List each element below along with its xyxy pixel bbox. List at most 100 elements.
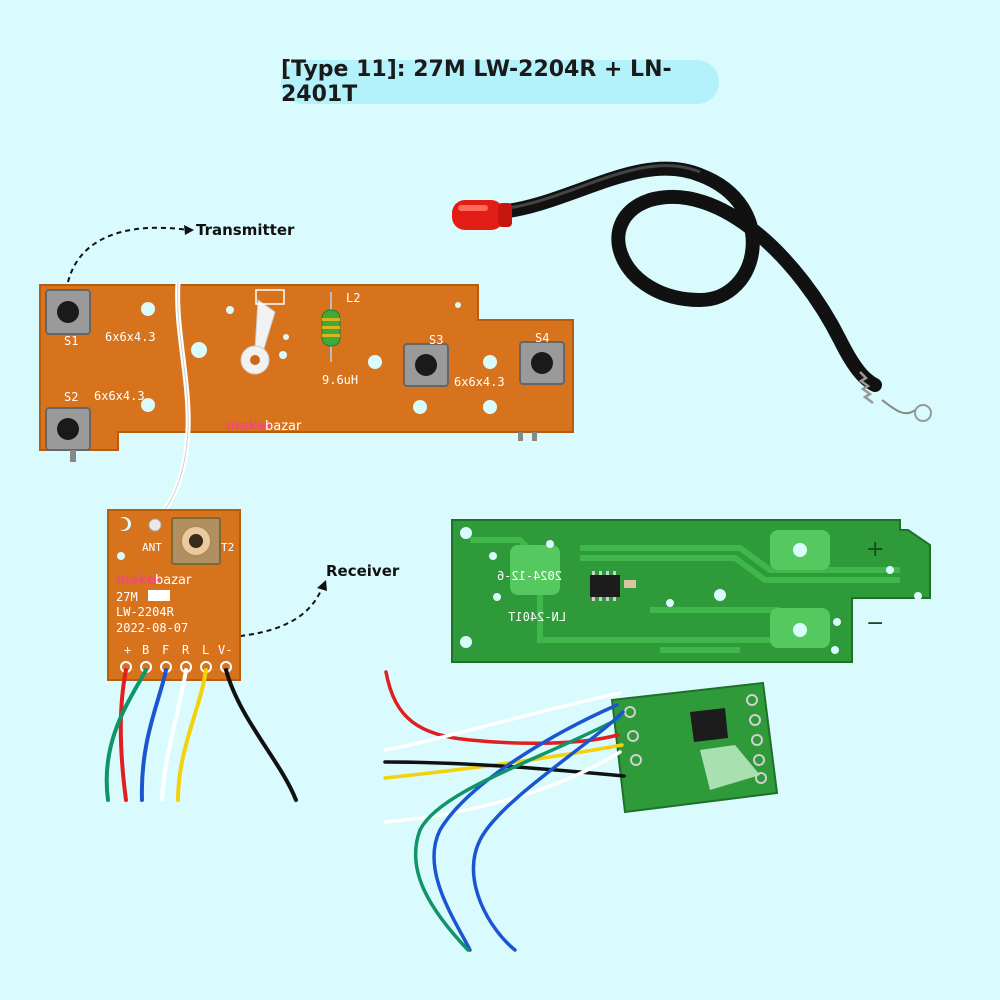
antenna-tip-wire bbox=[881, 399, 916, 415]
label-s4: S4 bbox=[535, 331, 549, 345]
green-transmitter-board: + − 2024-12-6 LN-2401T bbox=[451, 519, 931, 663]
inductor-band bbox=[322, 318, 340, 321]
wire-shade bbox=[157, 281, 189, 519]
mount-hole bbox=[413, 400, 427, 414]
ant-pad bbox=[148, 518, 162, 532]
wire-blue bbox=[432, 703, 619, 952]
mount-hole bbox=[141, 398, 155, 412]
module-light-area bbox=[700, 745, 760, 790]
receiver-arrowhead bbox=[317, 580, 327, 591]
transmitter-arrow bbox=[67, 226, 189, 283]
svg-text:maker: maker bbox=[116, 573, 162, 588]
cable-highlight bbox=[499, 164, 701, 211]
smd-component bbox=[624, 580, 636, 588]
mount-hole-mask bbox=[116, 518, 128, 530]
svg-text:maker: maker bbox=[226, 419, 272, 434]
maker-bazar-logo: maker bazar bbox=[226, 419, 302, 434]
wire-yellow bbox=[383, 743, 624, 780]
wire-red bbox=[384, 670, 620, 746]
label-receiver-model: LW-2204R bbox=[116, 605, 175, 619]
receiver-board: ANT T2 maker bazar 27M LW-2204R 2022-08-… bbox=[107, 509, 241, 681]
tactile-switch-s4 bbox=[519, 341, 565, 385]
tactile-switch-s3 bbox=[403, 343, 449, 387]
page-title: [Type 11]: 27M LW-2204R + LN-2401T bbox=[281, 57, 672, 107]
label-t2: T2 bbox=[221, 541, 234, 554]
transmitter-board: S1 6x6x4.3 S2 6x6x4.3 S3 S4 6x6x4.3 L2 9… bbox=[39, 284, 574, 462]
antenna-loop bbox=[914, 404, 932, 422]
coil-slot bbox=[189, 534, 203, 548]
label-l2: L2 bbox=[346, 291, 360, 305]
mount-hole bbox=[455, 302, 461, 308]
pin-label-f: F bbox=[162, 643, 169, 657]
mount-hole bbox=[368, 355, 382, 369]
wire-white bbox=[160, 668, 188, 802]
receiver-wires bbox=[104, 668, 298, 802]
ic-pins bbox=[592, 571, 616, 601]
wire-white bbox=[383, 691, 622, 752]
plus-symbol: + bbox=[866, 537, 884, 562]
wire-red bbox=[118, 668, 128, 802]
red-led bbox=[452, 200, 504, 230]
pin-leg bbox=[518, 432, 523, 441]
mount-hole bbox=[483, 355, 497, 369]
inductor-band bbox=[322, 326, 340, 329]
label-size-s1: 6x6x4.3 bbox=[105, 330, 156, 344]
pin-label-b: B bbox=[142, 643, 149, 657]
transmitter-callout: Transmitter bbox=[196, 221, 295, 239]
tactile-switch-s2 bbox=[45, 407, 91, 451]
module-ic bbox=[690, 708, 728, 742]
inductor-band bbox=[322, 334, 340, 337]
svg-text:bazar: bazar bbox=[265, 419, 302, 434]
green-module-pcb bbox=[610, 681, 779, 814]
tactile-switch-s1 bbox=[45, 289, 91, 335]
receiver-callout: Receiver bbox=[326, 562, 400, 580]
label-inductor: 9.6uH bbox=[322, 373, 358, 387]
label-green-model: LN-2401T bbox=[508, 610, 566, 624]
silk-box bbox=[255, 289, 285, 305]
transmitter-arrowhead bbox=[184, 225, 194, 235]
mount-hole bbox=[226, 306, 234, 314]
label-size-s3: 6x6x4.3 bbox=[454, 375, 505, 389]
pin-label-plus: + bbox=[124, 643, 131, 657]
svg-text:bazar: bazar bbox=[155, 573, 192, 588]
wire-yellow bbox=[176, 668, 208, 802]
label-s1: S1 bbox=[64, 334, 78, 348]
lever-pivot-hole bbox=[250, 355, 260, 365]
module-wires bbox=[383, 670, 626, 952]
label-green-date: 2024-12-6 bbox=[497, 569, 562, 583]
mount-hole bbox=[283, 334, 289, 340]
spring-coil bbox=[858, 371, 874, 404]
pcb-holes bbox=[460, 527, 922, 654]
mount-hole bbox=[279, 351, 287, 359]
black-cable bbox=[493, 161, 882, 392]
wire-green bbox=[104, 668, 148, 802]
receiver-arrow bbox=[239, 587, 323, 637]
wire-green bbox=[413, 716, 622, 952]
wire-white-2 bbox=[383, 750, 622, 824]
led-highlight bbox=[458, 205, 488, 211]
wire-blue-2 bbox=[471, 710, 625, 952]
module-pads bbox=[624, 694, 767, 784]
led-base bbox=[498, 203, 512, 227]
pin-label-vminus: V- bbox=[218, 643, 232, 657]
antenna-wire bbox=[452, 161, 932, 422]
wire-blue bbox=[139, 668, 168, 802]
ic-chip bbox=[590, 575, 620, 597]
green-receiver-module bbox=[610, 681, 779, 814]
wire-black bbox=[224, 668, 298, 802]
pin-leg bbox=[532, 432, 537, 441]
minus-symbol: − bbox=[866, 611, 884, 636]
label-receiver-date: 2022-08-07 bbox=[116, 621, 188, 635]
pin-leg bbox=[70, 450, 76, 462]
label-s2: S2 bbox=[64, 390, 78, 404]
label-size-s2: 6x6x4.3 bbox=[94, 389, 145, 403]
pin-label-l: L bbox=[202, 643, 209, 657]
label-frequency: 27M bbox=[116, 590, 138, 604]
title-pill: [Type 11]: 27M LW-2204R + LN-2401T bbox=[281, 57, 719, 107]
pin-label-r: R bbox=[182, 643, 190, 657]
mount-hole bbox=[483, 400, 497, 414]
label-s3: S3 bbox=[429, 333, 443, 347]
maker-bazar-logo: maker bazar bbox=[116, 573, 192, 588]
